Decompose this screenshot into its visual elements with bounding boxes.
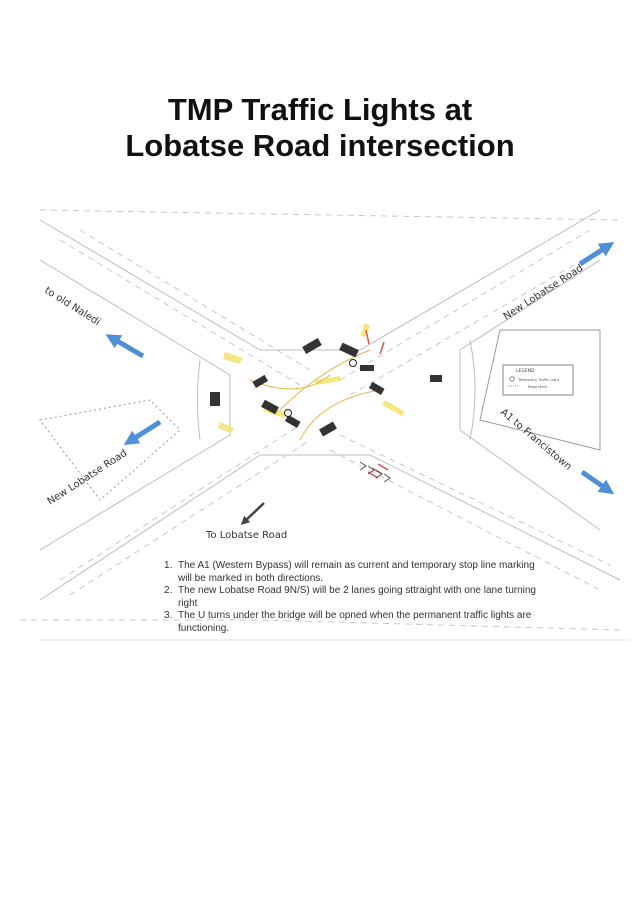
crosswalks: [210, 338, 442, 437]
label-new-lobatse-sw: New Lobatse Road: [46, 448, 130, 508]
label-to-lobatse-road: To Lobatse Road: [205, 530, 287, 541]
arrow-new-lobatse-sw: [123, 419, 162, 446]
arrow-to-lobatse-road: [240, 502, 265, 526]
road-edges: [39, 209, 621, 601]
intersection-diagram: LEGEND Temporary Traffic Light Road Mark…: [20, 209, 630, 641]
legend-box: LEGEND Temporary Traffic Light Road Mark: [502, 364, 574, 396]
label-new-lobatse-ne: New Lobatse Road: [502, 263, 586, 323]
traffic-light-circle-south: [284, 409, 292, 417]
legend-title: LEGEND: [516, 368, 535, 374]
lane-markings: [20, 209, 621, 631]
title-line-1: TMP Traffic Lights at: [167, 92, 473, 127]
legend-item-1: Temporary Traffic Light: [517, 378, 560, 382]
arrow-a1-francistown: [580, 469, 615, 495]
turning-paths: [249, 349, 381, 441]
chevron-marks: [359, 461, 391, 483]
legend-light-icon: [509, 376, 515, 382]
label-a1-francistown: A1 to Francistown: [498, 407, 573, 473]
arrow-to-old-naledi: [105, 334, 145, 359]
notes-list: The A1 (Western Bypass) will remain as c…: [164, 560, 550, 635]
turning-lane-highlights: [218, 323, 405, 433]
note-item-2: The new Lobatse Road 9N/S) will be 2 lan…: [164, 585, 536, 609]
traffic-light-circle-north: [349, 359, 357, 367]
note-item-1: The A1 (Western Bypass) will remain as c…: [164, 560, 535, 584]
legend-item-2: Road Mark: [528, 385, 548, 389]
page-title: TMP Traffic Lights at Lobatse Road inter…: [0, 92, 640, 164]
traffic-light-markers: [284, 359, 357, 417]
note-item-3: The U turns under the bridge will be opn…: [164, 610, 532, 634]
arrow-new-lobatse-ne: [578, 241, 615, 267]
title-line-2: Lobatse Road intersection: [125, 128, 515, 163]
footpath-blocks: [39, 329, 601, 501]
